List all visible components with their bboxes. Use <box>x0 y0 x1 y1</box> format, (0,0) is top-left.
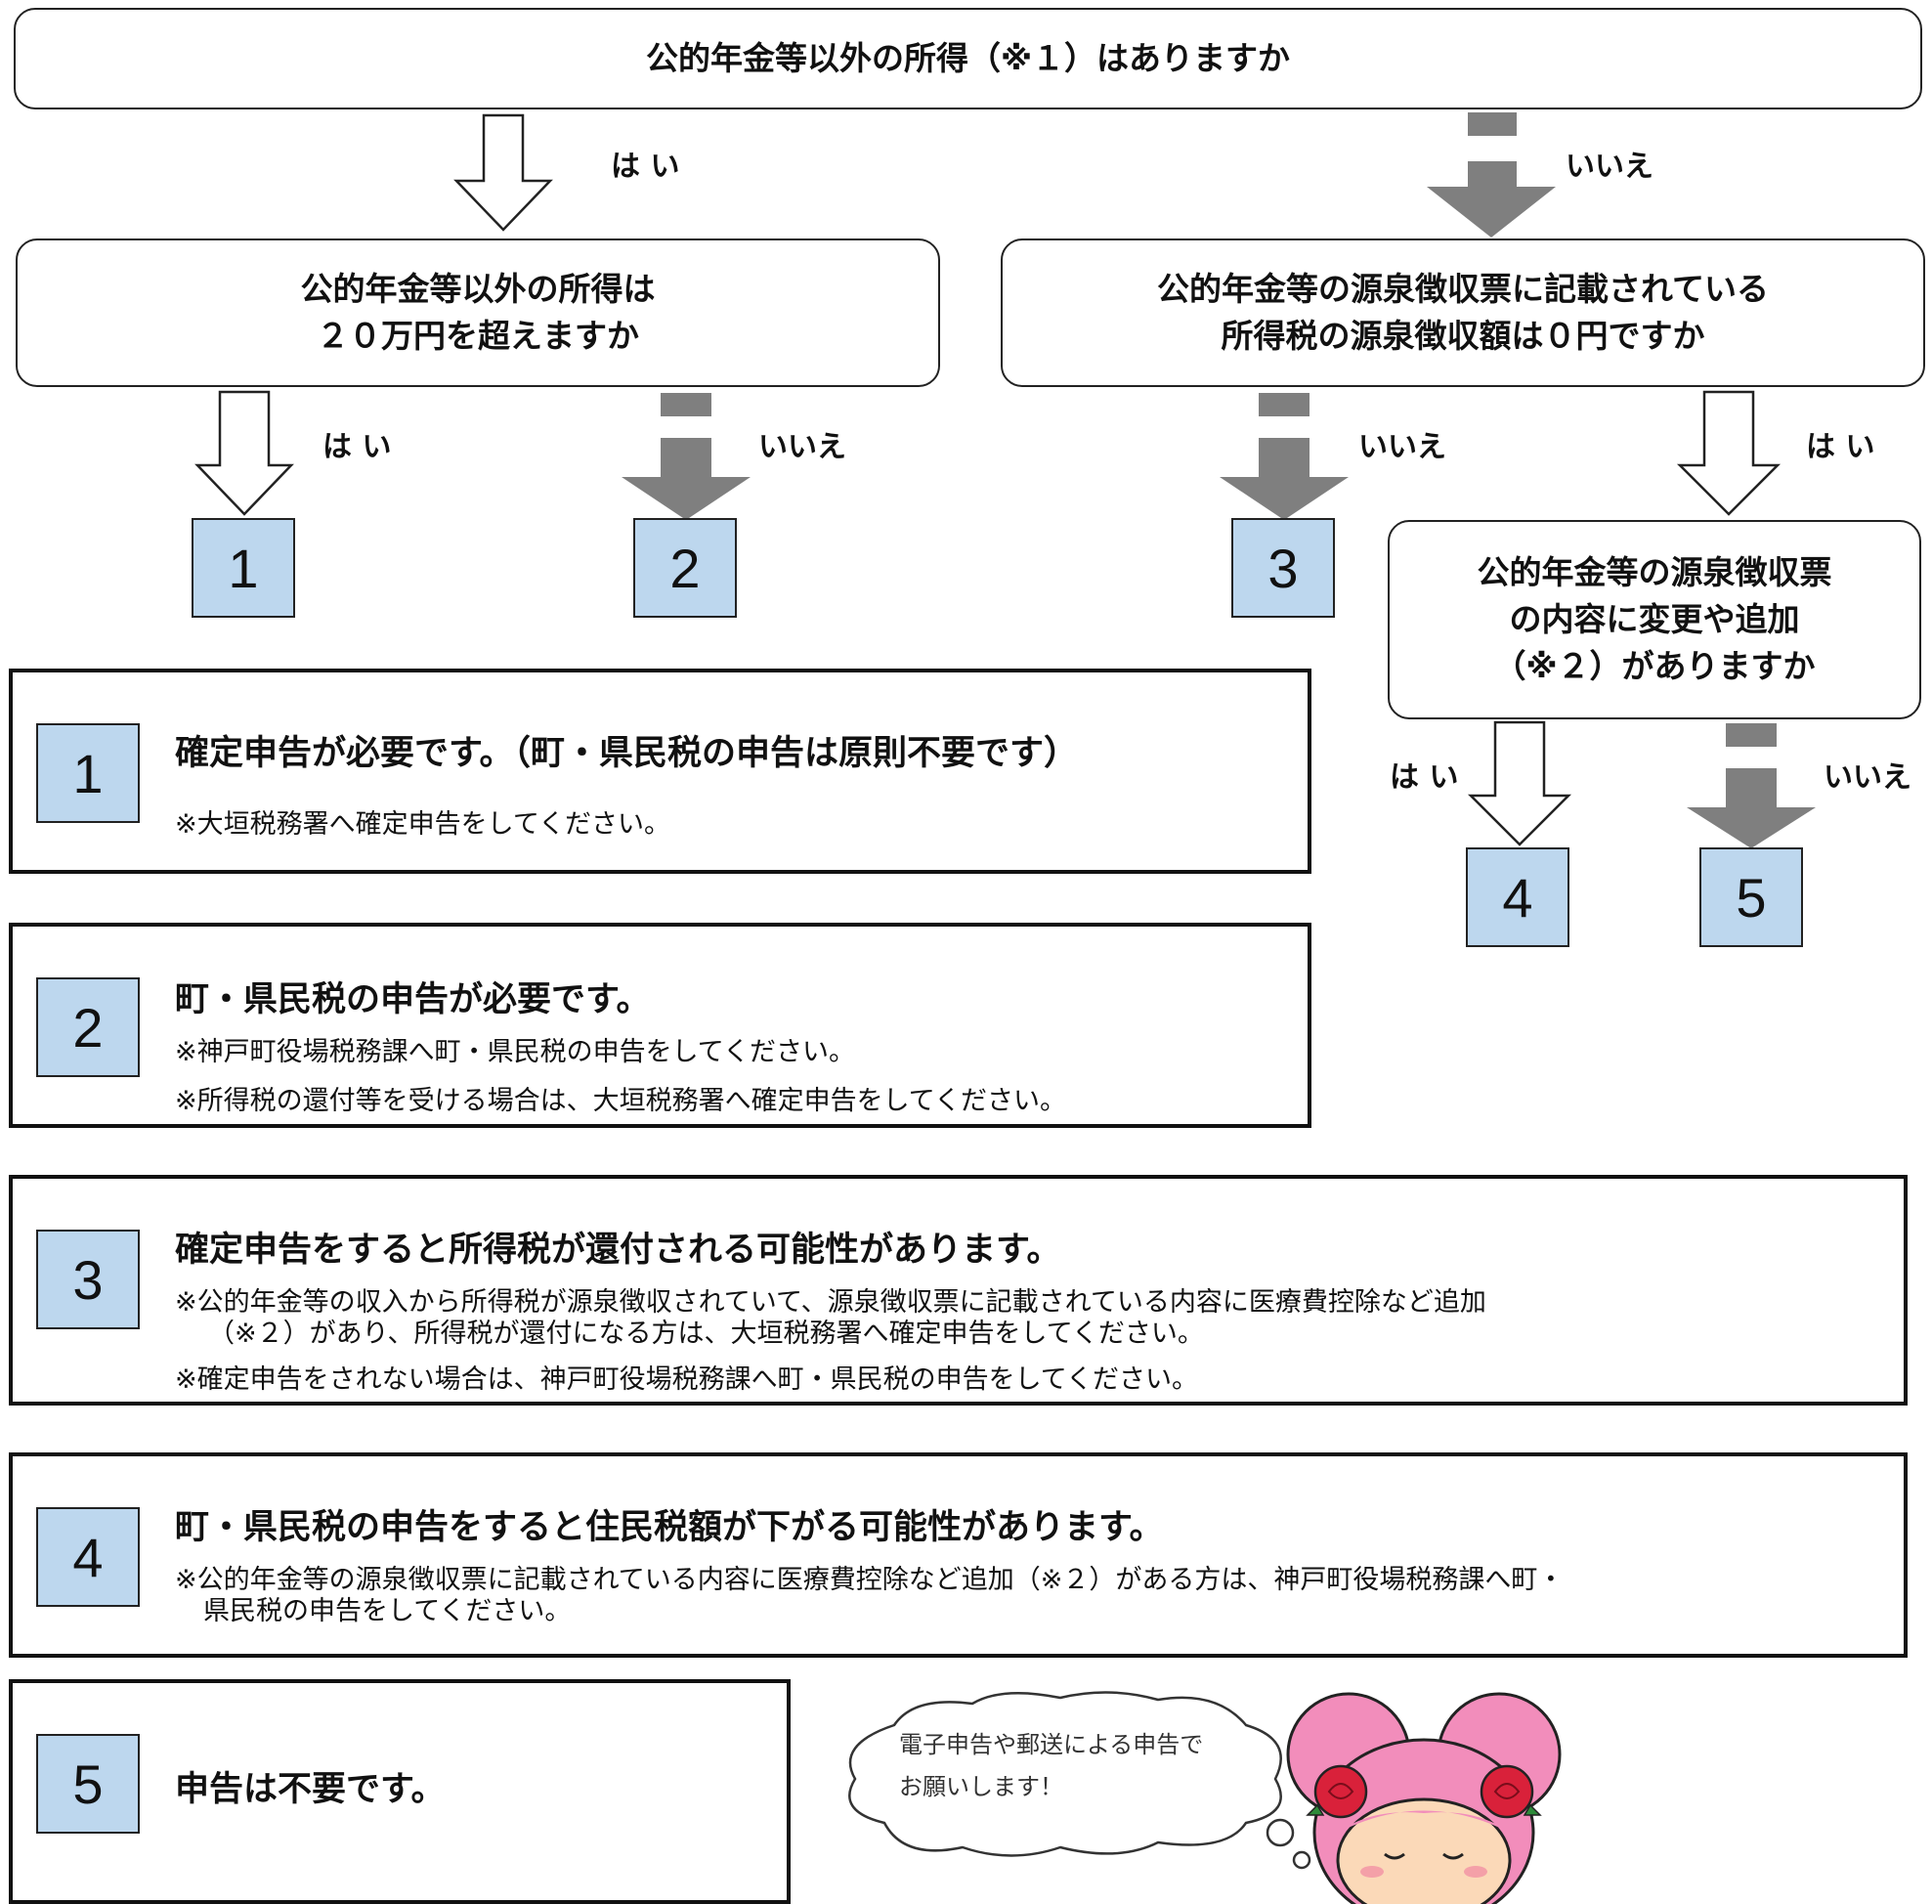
no-arrow-icon <box>622 393 751 520</box>
outcome-1-box: 1 <box>192 518 295 618</box>
label-yes: は い <box>1806 430 1875 464</box>
result-3-note: ※確定申告をされない場合は、神戸町役場税務課へ町・県民税の申告をしてください。 <box>175 1364 1199 1395</box>
result-4-title: 町・県民税の申告をすると住民税額が下がる可能性があります。 <box>175 1508 1164 1547</box>
label-no: いいえ <box>1824 760 1911 795</box>
result-4: 4 町・県民税の申告をすると住民税額が下がる可能性があります。 ※公的年金等の源… <box>9 1452 1908 1658</box>
thought-bubble <box>848 1691 1311 1870</box>
result-4-note: ※公的年金等の源泉徴収票に記載されている内容に医療費控除など追加（※２）がある方… <box>175 1565 1565 1595</box>
result-3-note: （※２）があり、所得税が還付になる方は、大垣税務署へ確定申告をしてください。 <box>208 1319 1204 1349</box>
result-2-note: ※神戸町役場税務課へ町・県民税の申告をしてください。 <box>175 1037 856 1067</box>
result-5: 5 申告は不要です。 <box>9 1679 791 1904</box>
result-3: 3 確定申告をすると所得税が還付される可能性があります。 ※公的年金等の収入から… <box>9 1175 1908 1406</box>
no-arrow-icon <box>1220 393 1349 520</box>
label-no: いいえ <box>1358 430 1446 464</box>
question-changes-or-additions: 公的年金等の源泉徴収票 の内容に変更や追加 （※２）がありますか <box>1388 520 1921 719</box>
outcome-5-box: 5 <box>1699 847 1803 947</box>
result-1-number: 1 <box>36 723 140 823</box>
bubble-line-2: お願いします！ <box>899 1773 1063 1800</box>
outcome-3-box: 3 <box>1231 518 1335 618</box>
bubble-line-1: 電子申告や郵送による申告で <box>899 1731 1204 1758</box>
yes-arrow-icon <box>453 113 553 232</box>
result-1-title: 確定申告が必要です。（町・県民税の申告は原則不要です） <box>175 734 1079 773</box>
mascot-girl-with-roses-icon <box>1286 1692 1562 1904</box>
no-arrow-icon <box>1427 112 1556 238</box>
result-2: 2 町・県民税の申告が必要です。 ※神戸町役場税務課へ町・県民税の申告をしてくだ… <box>9 923 1311 1128</box>
result-2-title: 町・県民税の申告が必要です。 <box>175 980 651 1019</box>
label-yes: は い <box>611 150 680 184</box>
label-yes: は い <box>322 430 392 464</box>
result-5-number: 5 <box>36 1734 140 1834</box>
result-3-number: 3 <box>36 1230 140 1329</box>
question-income-other-than-pension: 公的年金等以外の所得（※１）はありますか <box>14 8 1922 109</box>
yes-arrow-icon <box>1676 390 1782 516</box>
outcome-2-box: 2 <box>633 518 737 618</box>
result-1: 1 確定申告が必要です。（町・県民税の申告は原則不要です） ※大垣税務署へ確定申… <box>9 669 1311 874</box>
label-no: いいえ <box>758 430 846 464</box>
result-1-note: ※大垣税務署へ確定申告をしてください。 <box>175 809 671 840</box>
question-1-text: 公的年金等以外の所得（※１）はありますか <box>645 39 1291 77</box>
question-4-line1: 公的年金等の源泉徴収票 <box>1477 553 1832 591</box>
question-3-line1: 公的年金等の源泉徴収票に記載されている <box>1156 270 1769 308</box>
outcome-4-box: 4 <box>1466 847 1569 947</box>
question-4-line2: の内容に変更や追加 <box>1509 600 1800 638</box>
yes-arrow-icon <box>1467 720 1572 846</box>
question-3-line2: 所得税の源泉徴収額は０円ですか <box>1221 317 1705 355</box>
result-3-title: 確定申告をすると所得税が還付される可能性があります。 <box>175 1231 1061 1270</box>
question-withholding-zero: 公的年金等の源泉徴収票に記載されている 所得税の源泉徴収額は０円ですか <box>1001 238 1925 387</box>
label-no: いいえ <box>1566 150 1653 184</box>
question-4-line3: （※２）がありますか <box>1493 647 1816 685</box>
question-over-200k: 公的年金等以外の所得は ２０万円を超えますか <box>16 238 940 387</box>
result-5-title: 申告は不要です。 <box>175 1770 446 1809</box>
result-4-note: 県民税の申告をしてください。 <box>203 1596 572 1626</box>
result-2-number: 2 <box>36 977 140 1077</box>
result-4-number: 4 <box>36 1507 140 1607</box>
no-arrow-icon <box>1687 723 1816 848</box>
yes-arrow-icon <box>194 390 294 516</box>
question-2-line1: 公的年金等以外の所得は <box>300 270 656 308</box>
result-3-note: ※公的年金等の収入から所得税が源泉徴収されていて、源泉徴収票に記載されている内容… <box>175 1287 1486 1318</box>
question-2-line2: ２０万円を超えますか <box>317 317 639 355</box>
label-yes: は い <box>1390 760 1459 795</box>
result-2-note: ※所得税の還付等を受ける場合は、大垣税務署へ確定申告をしてください。 <box>175 1086 1067 1116</box>
